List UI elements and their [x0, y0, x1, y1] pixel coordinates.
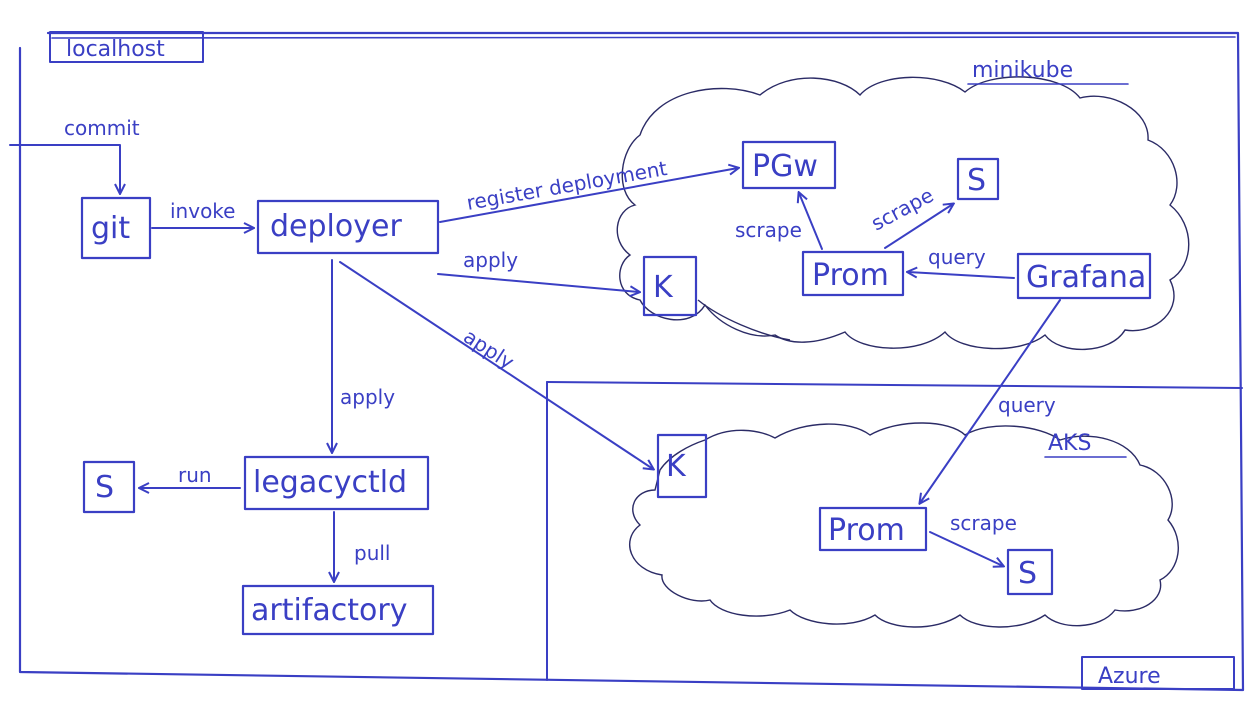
edge-run: run [140, 463, 241, 488]
node-grafana-label: Grafana [1026, 260, 1146, 295]
node-s-minikube[interactable]: S [956, 157, 1000, 201]
edge-apply-k-aks: apply [339, 261, 653, 469]
node-git[interactable]: git [80, 196, 152, 260]
node-k-minikube[interactable]: K [642, 255, 698, 317]
aks-label: AKS [1048, 431, 1091, 456]
edge-commit: commit [9, 116, 140, 193]
edge-apply-k-minikube-label: apply [463, 248, 518, 272]
localhost-frame: localhost [18, 31, 1245, 692]
node-git-label: git [91, 211, 130, 246]
node-s-minikube-label: S [967, 163, 986, 198]
edge-scrape-aks: scrape [929, 511, 1017, 566]
node-deployer-label: deployer [270, 209, 402, 244]
node-k-aks[interactable]: K [656, 433, 708, 499]
node-artifactory-label: artifactory [251, 593, 407, 628]
edge-apply-legacyctld: apply [332, 259, 395, 452]
node-grafana[interactable]: Grafana [1016, 252, 1152, 300]
node-s-localhost[interactable]: S [82, 460, 136, 514]
node-k-minikube-label: K [653, 270, 674, 305]
edge-run-label: run [178, 463, 212, 487]
edge-query-aks: query [920, 299, 1061, 503]
node-s-aks[interactable]: S [1006, 548, 1054, 596]
edge-query-minikube: query [908, 245, 1015, 279]
aks-cloud: AKS [629, 422, 1179, 628]
node-deployer[interactable]: deployer [256, 199, 440, 255]
minikube-label: minikube [972, 58, 1073, 83]
localhost-label: localhost [66, 37, 165, 62]
edge-scrape-aks-label: scrape [950, 511, 1017, 535]
edge-scrape-pgw: scrape [735, 193, 823, 250]
edge-apply-k-aks-label: apply [459, 324, 518, 374]
edge-scrape-s-minikube: scrape [867, 183, 953, 249]
node-pgw-label: PGw [752, 149, 818, 184]
node-legacyctld[interactable]: legacyctld [243, 455, 430, 511]
edge-query-minikube-label: query [928, 245, 986, 269]
node-prom-aks-label: Prom [828, 513, 905, 548]
azure-label-box [1081, 656, 1235, 690]
edge-apply-k-minikube: apply [437, 248, 639, 292]
edge-commit-label: commit [64, 116, 140, 140]
edge-invoke-label: invoke [170, 199, 235, 223]
edge-scrape-s-minikube-label: scrape [867, 183, 937, 236]
edge-pull-label: pull [354, 541, 390, 565]
edge-invoke: invoke [151, 199, 253, 228]
edge-scrape-pgw-label: scrape [735, 218, 802, 242]
node-prom-minikube[interactable]: Prom [801, 250, 905, 297]
k-minikube-cloud-link [697, 299, 791, 341]
edge-apply-legacyctld-label: apply [340, 385, 395, 409]
edge-pull: pull [334, 511, 390, 581]
node-legacyctld-label: legacyctld [253, 465, 407, 500]
node-s-localhost-label: S [95, 470, 114, 505]
node-prom-minikube-label: Prom [812, 258, 889, 293]
node-s-aks-label: S [1018, 556, 1037, 591]
azure-label: Azure [1098, 664, 1161, 689]
node-prom-aks[interactable]: Prom [818, 506, 928, 552]
edge-query-aks-label: query [998, 393, 1056, 417]
node-pgw[interactable]: PGw [741, 140, 837, 190]
localhost-label-box [49, 31, 204, 63]
node-artifactory[interactable]: artifactory [241, 584, 435, 636]
node-k-aks-label: K [666, 449, 687, 484]
azure-region: Azure [546, 381, 1243, 690]
edge-register-deployment: register deployment [439, 156, 738, 223]
